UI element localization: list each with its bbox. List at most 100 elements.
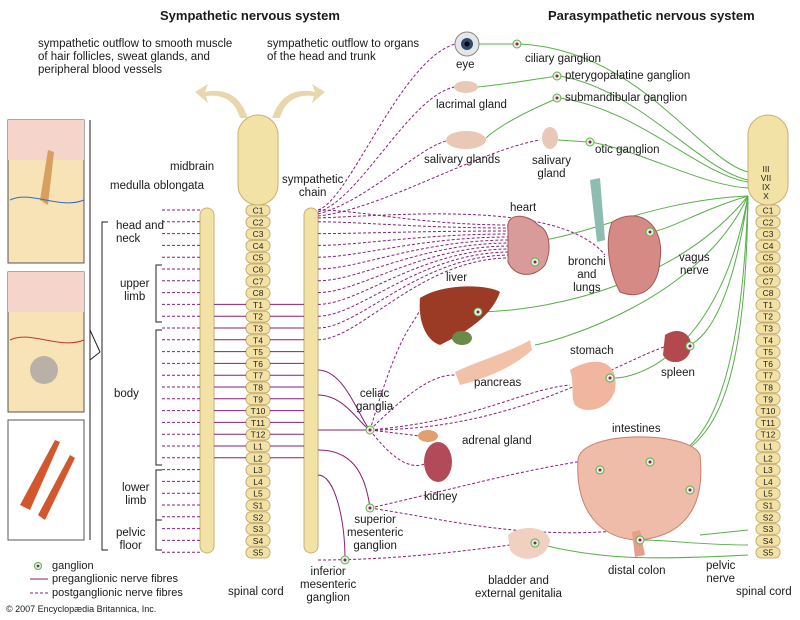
- left-seg-C5: [245, 251, 271, 264]
- left-seg-S1: [245, 499, 271, 512]
- para-intestines: [649, 195, 749, 463]
- right-seg-T4: [755, 334, 781, 347]
- left-spinal-cord: C1C2C3C4C5C6C7C8T1T2T3T4T5T6T7T8T9T10T11…: [237, 114, 279, 559]
- left-seg-label-T10: T10: [251, 406, 266, 416]
- legend-ganglion: ganglion: [52, 560, 94, 572]
- bladder-organ: [508, 528, 550, 559]
- right-seg-label-T1: T1: [763, 300, 773, 310]
- right-seg-L2: [755, 452, 781, 465]
- para-pelvic: [699, 529, 749, 536]
- spinal-cord-right-label: spinal cord: [736, 586, 792, 598]
- right-seg-C4: [755, 239, 781, 252]
- salivary-gland-organ: [542, 127, 558, 149]
- ganglion-core-0: [515, 42, 519, 46]
- ganglion-core-2: [555, 96, 559, 100]
- right-cranial-X: X: [763, 191, 769, 201]
- left-seg-C8: [245, 287, 271, 299]
- left-seg-label-C2: C2: [253, 217, 264, 227]
- right-seg-T6: [755, 357, 781, 370]
- postgang-lacrimal: [317, 86, 456, 213]
- ganglion-core-4: [368, 428, 372, 432]
- ganglion-core-5: [368, 506, 372, 510]
- spleen-organ: [663, 331, 691, 363]
- postgang-thoracic-9: [317, 251, 511, 317]
- right-seg-label-C2: C2: [763, 217, 774, 227]
- ganglion-core-6: [343, 558, 347, 562]
- para-pterygopalatine: [559, 75, 749, 181]
- postgang-thoracic-3: [317, 233, 511, 246]
- right-seg-label-T3: T3: [763, 324, 773, 334]
- stomach-label: stomach: [570, 345, 614, 357]
- eye-label: eye: [456, 59, 475, 71]
- right-seg-C3: [755, 228, 781, 240]
- right-seg-label-T8: T8: [763, 383, 773, 393]
- right-seg-C2: [755, 216, 781, 229]
- ganglion-core-16: [533, 541, 537, 545]
- right-seg-label-S2: S2: [763, 512, 774, 522]
- postgang-eye: [317, 43, 456, 211]
- left-seg-label-C5: C5: [253, 253, 264, 263]
- right-seg-label-T6: T6: [763, 359, 773, 369]
- left-seg-L4: [245, 475, 271, 488]
- left-seg-label-C7: C7: [253, 276, 264, 286]
- right-seg-label-L1: L1: [763, 442, 773, 452]
- right-seg-S2: [755, 511, 781, 524]
- right-seg-C5: [755, 251, 781, 264]
- right-seg-label-C1: C1: [763, 206, 774, 216]
- postgang-thoracic-8: [317, 248, 511, 305]
- tissue-insets: [7, 119, 101, 541]
- pterygopalatine-label: pterygopalatine ganglion: [565, 70, 691, 82]
- lungs-organ: [607, 215, 662, 296]
- liver-organ: [419, 286, 500, 345]
- postgang-thoracic-5: [317, 239, 511, 270]
- left-seg-label-T5: T5: [253, 347, 263, 357]
- left-seg-label-T8: T8: [253, 383, 263, 393]
- right-cranial-IX: IX: [762, 182, 770, 192]
- right-seg-S4: [755, 534, 781, 547]
- right-seg-T11: [755, 416, 781, 429]
- left-seg-label-T4: T4: [253, 335, 263, 345]
- left-seg-S2: [245, 511, 271, 524]
- postgang-salivary: [317, 139, 451, 215]
- left-seg-label-S4: S4: [253, 536, 264, 546]
- para-pancreas: [534, 195, 749, 346]
- parasympathetic-title: Parasympathetic nervous system: [548, 8, 755, 23]
- left-seg-S3: [245, 523, 271, 535]
- ganglion-core-13: [598, 468, 602, 472]
- ganglion-core-8: [648, 230, 652, 234]
- right-seg-C8: [755, 287, 781, 299]
- right-seg-S1: [755, 499, 781, 512]
- right-seg-T7: [755, 369, 781, 382]
- postgang-colon: [369, 507, 631, 534]
- left-seg-label-T12: T12: [251, 430, 266, 440]
- heart-label: heart: [510, 202, 537, 214]
- right-seg-label-T9: T9: [763, 394, 773, 404]
- right-seg-label-C5: C5: [763, 253, 774, 263]
- left-seg-label-L2: L2: [253, 453, 263, 463]
- postgang-adrenal: [369, 429, 421, 437]
- midbrain-label: midbrain: [170, 161, 215, 173]
- sympathetic-fibres: [162, 43, 671, 561]
- right-seg-label-C7: C7: [763, 276, 774, 286]
- pregang-sup-mes: [317, 449, 371, 509]
- ganglion-core-15: [638, 538, 642, 542]
- para-submandibular: [559, 97, 749, 183]
- legend-preganglionic: preganglionic nerve fibres: [52, 573, 178, 585]
- adrenal-label: adrenal gland: [462, 435, 532, 447]
- lacrimal-organ: [454, 81, 478, 93]
- right-seg-label-T2: T2: [763, 312, 773, 322]
- otic-ganglion-label: otic ganglion: [595, 144, 660, 156]
- right-seg-label-T12: T12: [761, 430, 776, 440]
- right-seg-label-C8: C8: [763, 288, 774, 298]
- left-seg-label-C3: C3: [253, 229, 264, 239]
- ganglion-core-14: [688, 488, 692, 492]
- legend-symbols: [30, 562, 48, 594]
- right-seg-T9: [755, 393, 781, 406]
- salivary-glands-organ: [446, 131, 486, 149]
- copyright: © 2007 Encyclopædia Britannica, Inc.: [6, 604, 157, 614]
